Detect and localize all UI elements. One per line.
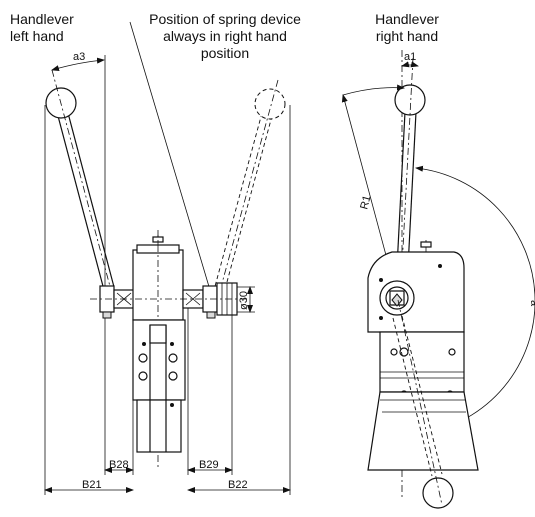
side-view: a1 R1 a bbox=[341, 50, 535, 509]
center-title-line1: Position of spring device bbox=[149, 11, 301, 27]
center-title-line2: always in right hand bbox=[163, 28, 287, 44]
dim-b21-label: B21 bbox=[82, 479, 102, 491]
front-view: ø30 a3 B28 B29 B21 B22 bbox=[44, 51, 291, 495]
left-title-line2: left hand bbox=[10, 28, 64, 44]
angle-a1-label: a1 bbox=[404, 51, 416, 63]
angle-a-label: a bbox=[528, 300, 535, 307]
diameter-label: ø30 bbox=[238, 291, 250, 310]
dim-b29-label: B29 bbox=[199, 459, 219, 471]
radius-r1-label: R1 bbox=[358, 194, 373, 211]
spring-device-leader bbox=[129, 21, 211, 291]
right-title-line2: right hand bbox=[376, 28, 438, 44]
right-title-line1: Handlever bbox=[375, 11, 439, 27]
center-title-line3: position bbox=[201, 45, 249, 61]
angle-a3-label: a3 bbox=[73, 51, 85, 63]
left-title-line1: Handlever bbox=[10, 11, 74, 27]
dim-b22-label: B22 bbox=[228, 479, 248, 491]
dim-b28-label: B28 bbox=[109, 459, 129, 471]
